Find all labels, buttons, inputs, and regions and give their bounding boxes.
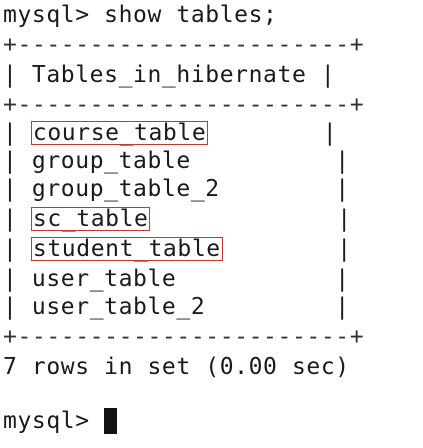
table-row: | sc_table | [3, 206, 352, 232]
row-name-user-table-2: user_table_2 [31, 294, 206, 320]
result-summary: 7 rows in set (0.00 sec) [3, 354, 350, 380]
row-right-border: | [221, 236, 352, 262]
row-name-course-table: course_table [30, 120, 209, 146]
row-right-border: | [176, 266, 350, 292]
row-right-border: | [219, 176, 350, 202]
table-border-top: +-----------------------+ [3, 32, 365, 58]
row-left-border: | [3, 266, 32, 292]
row-name-student-table: student_table [30, 236, 223, 262]
row-right-border: | [207, 120, 338, 146]
table-row: | group_table_2 | [3, 176, 350, 202]
row-name-sc-table: sc_table [30, 206, 151, 232]
row-name-group-table-2: group_table_2 [31, 176, 220, 202]
row-left-border: | [3, 294, 32, 320]
prompt-line: mysql> [3, 408, 105, 434]
text-cursor[interactable] [104, 408, 117, 434]
row-name-group-table: group_table [31, 148, 191, 174]
table-border-bottom: +-----------------------+ [3, 324, 365, 350]
table-border-mid: +-----------------------+ [3, 92, 365, 118]
table-row: | course_table | [3, 120, 337, 146]
table-row: | student_table | [3, 236, 352, 262]
row-left-border: | [3, 236, 32, 262]
row-left-border: | [3, 148, 32, 174]
command-line: mysql> show tables; [3, 2, 278, 28]
table-row: | user_table | [3, 266, 350, 292]
row-left-border: | [3, 120, 32, 146]
table-row: | user_table_2 | [3, 294, 350, 320]
row-right-border: | [205, 294, 350, 320]
row-left-border: | [3, 206, 32, 232]
row-name-user-table: user_table [31, 266, 177, 292]
row-right-border: | [149, 206, 352, 232]
row-left-border: | [3, 176, 32, 202]
table-row: | group_table | [3, 148, 350, 174]
row-right-border: | [190, 148, 350, 174]
table-header: | Tables_in_hibernate | [3, 62, 336, 88]
